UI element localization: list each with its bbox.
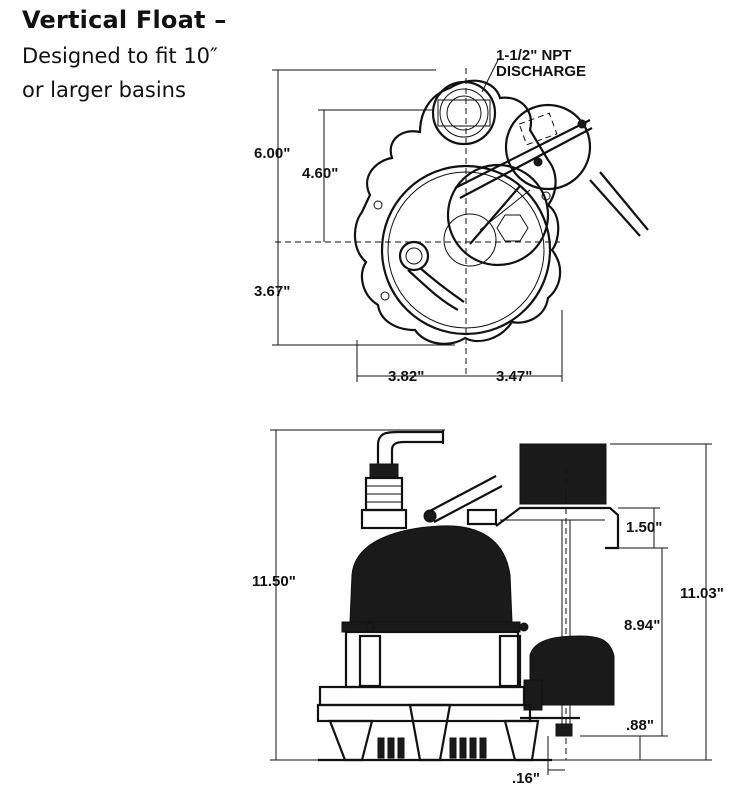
top-view: 6.00" 4.60" 3.67" 3.82" 3.47" 1-1/2" NPT… [254, 47, 649, 385]
motor-housing [349, 525, 513, 623]
pump-body [344, 630, 520, 689]
dim-switch-height: 11.03" [680, 585, 724, 602]
dim-float-travel: 8.94" [624, 617, 660, 634]
subtitle-line-2: or larger basins [22, 78, 186, 102]
diagram-title: Vertical Float – [22, 6, 227, 34]
cord-entry [398, 240, 430, 272]
dim-height-upper: 4.60" [302, 165, 338, 182]
dim-total-height: 11.50" [252, 573, 296, 590]
dim-height-lower: 3.67" [254, 283, 290, 300]
discharge-label-line2: DISCHARGE [496, 63, 586, 80]
dim-width-left: 3.82" [388, 368, 424, 385]
float-switch-top [504, 103, 592, 191]
pump-base [316, 703, 532, 723]
side-view: 11.50" 11.03" 8.94" 1.50" .88" .16" [252, 429, 724, 787]
top-view-housing [353, 79, 562, 345]
discharge-pipe-outer [431, 80, 497, 146]
dim-bracket: 1.50" [626, 519, 662, 536]
dim-base: .16" [512, 770, 540, 787]
dim-height-total: 6.00" [254, 145, 290, 162]
top-view-body-circle [380, 164, 552, 336]
switch-box [519, 443, 607, 505]
discharge-label-line1: 1-1/2" NPT [496, 47, 571, 64]
dim-float-low: .88" [626, 717, 654, 734]
subtitle-line-1: Designed to fit 10″ [22, 44, 218, 68]
float [529, 635, 615, 706]
dim-width-right: 3.47" [496, 368, 532, 385]
